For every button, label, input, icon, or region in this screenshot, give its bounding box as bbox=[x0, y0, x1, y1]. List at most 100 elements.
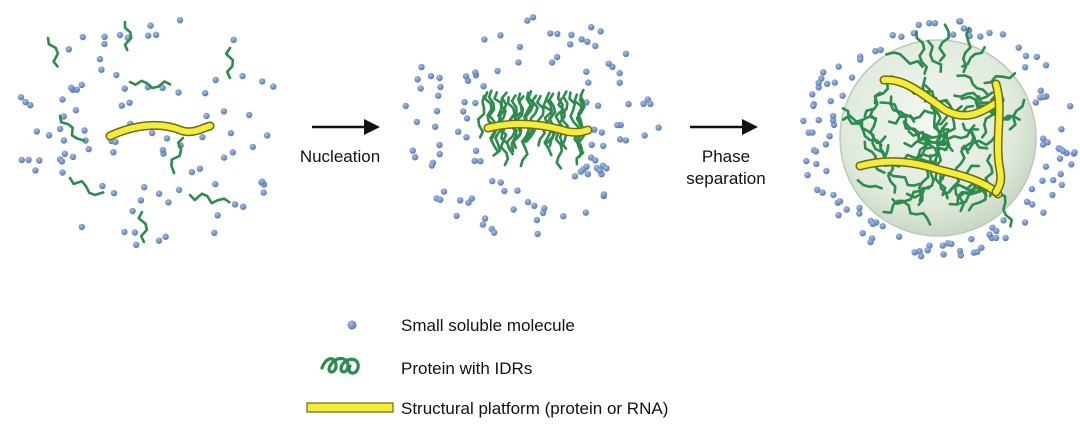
molecule-dot bbox=[402, 102, 409, 110]
molecule-dot bbox=[411, 154, 419, 161]
idr-protein-strand bbox=[573, 88, 585, 153]
molecule-dot bbox=[121, 85, 128, 92]
molecule-dot bbox=[810, 102, 817, 110]
molecule-dot bbox=[436, 74, 443, 82]
idr-protein-strand bbox=[939, 174, 949, 200]
molecule-dot bbox=[524, 198, 532, 206]
molecule-dot bbox=[230, 36, 237, 43]
molecule-dot bbox=[835, 212, 842, 219]
molecule-dot bbox=[155, 237, 163, 244]
molecule-dot bbox=[494, 67, 501, 75]
molecule-dot bbox=[585, 79, 592, 86]
molecule-dot bbox=[56, 125, 64, 133]
molecule-dot bbox=[915, 21, 922, 28]
molecule-dot bbox=[481, 36, 488, 43]
molecule-dot bbox=[898, 33, 905, 40]
molecule-dot bbox=[516, 43, 524, 51]
molecule-dot bbox=[826, 133, 833, 140]
molecule-dot bbox=[568, 31, 575, 38]
molecule-dot bbox=[36, 157, 43, 164]
idr-protein-strand bbox=[860, 119, 887, 160]
molecule-dot bbox=[477, 158, 484, 165]
molecule-dot bbox=[596, 167, 603, 174]
molecule-dot bbox=[27, 102, 34, 109]
molecule-dot bbox=[948, 240, 955, 247]
molecule-dot bbox=[614, 121, 621, 129]
molecule-dot bbox=[78, 223, 86, 231]
molecule-dot bbox=[188, 168, 196, 176]
molecule-dot bbox=[436, 150, 443, 158]
molecule-dot bbox=[622, 50, 630, 57]
molecule-dot bbox=[457, 197, 464, 204]
molecule-dot bbox=[926, 20, 933, 27]
molecule-dot bbox=[529, 14, 537, 21]
molecule-dot bbox=[1071, 149, 1078, 156]
molecule-dot bbox=[524, 17, 531, 24]
molecule-dot bbox=[131, 229, 139, 236]
molecule-dot bbox=[605, 60, 612, 67]
molecule-dot bbox=[85, 145, 92, 153]
molecule-dot bbox=[583, 68, 590, 75]
molecule-dot bbox=[152, 31, 160, 38]
molecule-dot bbox=[1050, 176, 1057, 184]
molecule-dot bbox=[594, 102, 602, 109]
idr-protein-strand bbox=[941, 176, 978, 196]
molecule-dot bbox=[116, 31, 124, 39]
molecule-dot bbox=[577, 168, 584, 175]
molecule-dot bbox=[72, 107, 80, 114]
molecule-dot bbox=[1015, 44, 1022, 51]
molecule-dot bbox=[249, 143, 256, 151]
molecule-dot bbox=[1042, 61, 1050, 69]
molecule-dot bbox=[917, 253, 925, 260]
molecule-dot bbox=[413, 118, 420, 126]
molecule-dot bbox=[584, 38, 591, 45]
molecule-dot bbox=[1060, 147, 1067, 155]
molecule-dot bbox=[137, 197, 145, 204]
molecule-dot bbox=[956, 247, 964, 255]
molecule-dot bbox=[583, 99, 590, 106]
molecule-dot bbox=[61, 150, 68, 157]
molecule-dot bbox=[141, 184, 148, 191]
molecule-dot bbox=[600, 191, 608, 198]
molecule-dot bbox=[583, 163, 590, 170]
molecule-dot bbox=[974, 248, 981, 255]
molecule-dot bbox=[65, 46, 73, 53]
molecule-dot bbox=[800, 117, 807, 125]
idr-protein-strand bbox=[224, 46, 235, 80]
molecule-dot bbox=[588, 24, 595, 31]
molecule-dot bbox=[640, 100, 647, 108]
idr-protein-strand bbox=[841, 114, 878, 123]
molecule-dot bbox=[497, 32, 504, 39]
molecule-dot bbox=[480, 83, 487, 90]
molecule-dot bbox=[461, 98, 468, 106]
molecule-dot bbox=[159, 84, 166, 92]
idr-protein-strand bbox=[523, 90, 535, 144]
idr-protein-strand bbox=[128, 79, 172, 90]
molecule-dot bbox=[489, 177, 496, 185]
molecule-dot bbox=[879, 223, 886, 230]
molecule-dot bbox=[175, 186, 183, 194]
idr-protein-strand bbox=[863, 91, 882, 118]
idr-protein-strand bbox=[887, 171, 922, 187]
molecule-dot bbox=[877, 46, 884, 53]
molecule-dot bbox=[129, 207, 136, 215]
molecule-dot bbox=[1040, 135, 1047, 142]
molecule-dot bbox=[1021, 63, 1029, 71]
molecule-dot bbox=[196, 165, 204, 172]
molecule-dot bbox=[203, 112, 210, 120]
panel-nucleation bbox=[402, 14, 662, 238]
molecule-dot bbox=[155, 190, 163, 197]
molecule-dot bbox=[462, 73, 470, 80]
molecule-dot bbox=[270, 83, 277, 90]
molecule-dot bbox=[625, 100, 632, 108]
idr-protein-strand bbox=[903, 134, 949, 148]
molecule-dot bbox=[427, 72, 435, 80]
idr-protein-strand bbox=[170, 136, 185, 175]
nucleation-label: Nucleation bbox=[300, 147, 380, 166]
idr-protein-strand bbox=[568, 91, 584, 159]
idr-protein-strand bbox=[879, 101, 916, 123]
molecule-legend-icon bbox=[347, 320, 357, 330]
molecule-dot bbox=[560, 213, 567, 220]
molecule-dot bbox=[1029, 201, 1036, 208]
